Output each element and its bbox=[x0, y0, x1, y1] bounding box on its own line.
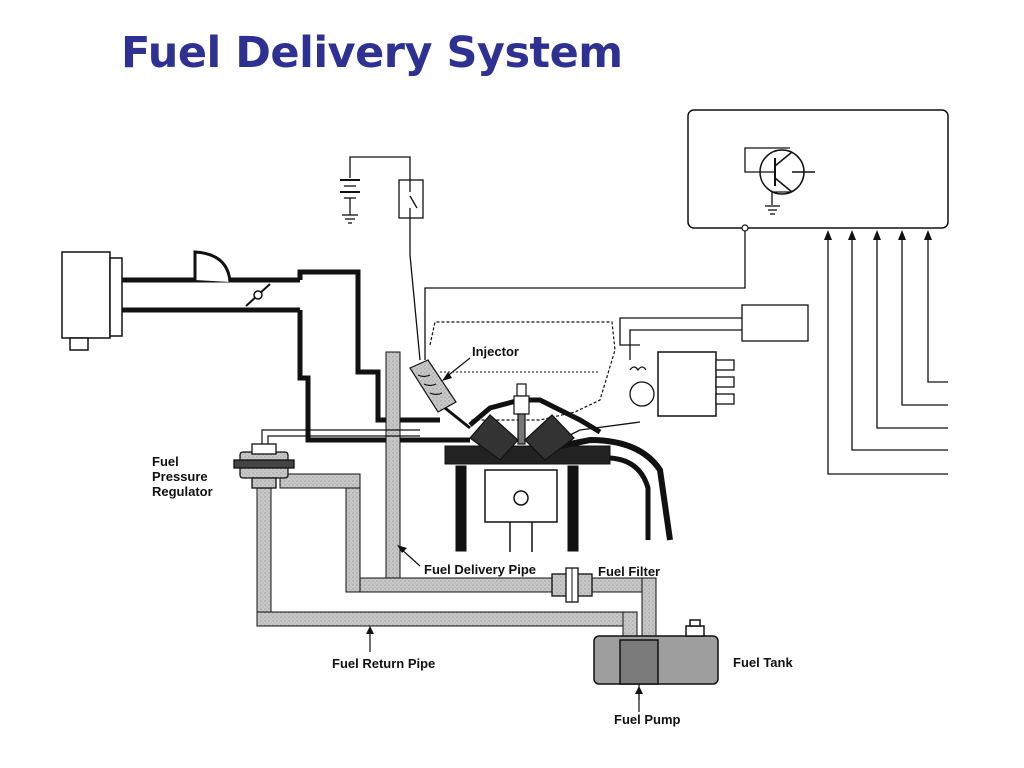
label-regulator-line3: Regulator bbox=[152, 484, 213, 499]
label-pump: Fuel Pump bbox=[614, 712, 681, 727]
fuel-tank bbox=[593, 619, 719, 700]
label-filter: Fuel Filter bbox=[598, 564, 660, 579]
spark-plug bbox=[469, 383, 575, 461]
air-intake bbox=[61, 250, 470, 443]
label-delivery-pipe: Fuel Delivery Pipe bbox=[424, 562, 536, 577]
fuel-filter bbox=[551, 567, 593, 603]
ecu-box bbox=[687, 109, 949, 229]
label-tank: Fuel Tank bbox=[733, 655, 793, 670]
label-injector: Injector bbox=[472, 344, 519, 359]
sensor-input-lines bbox=[824, 230, 948, 475]
page-title: Fuel Delivery System bbox=[121, 28, 623, 78]
injector-signal-wire bbox=[424, 228, 746, 360]
cylinder-head bbox=[429, 321, 616, 435]
label-leaders bbox=[366, 357, 643, 712]
fuel-pressure-regulator bbox=[233, 443, 295, 489]
battery-switch-circuit bbox=[340, 156, 424, 361]
label-regulator-line2: Pressure bbox=[152, 469, 208, 484]
label-return-pipe: Fuel Return Pipe bbox=[332, 656, 435, 671]
label-regulator-line1: Fuel bbox=[152, 454, 179, 469]
ignition-coil bbox=[559, 304, 809, 441]
injector-body bbox=[409, 359, 471, 430]
engine-block bbox=[444, 436, 673, 552]
